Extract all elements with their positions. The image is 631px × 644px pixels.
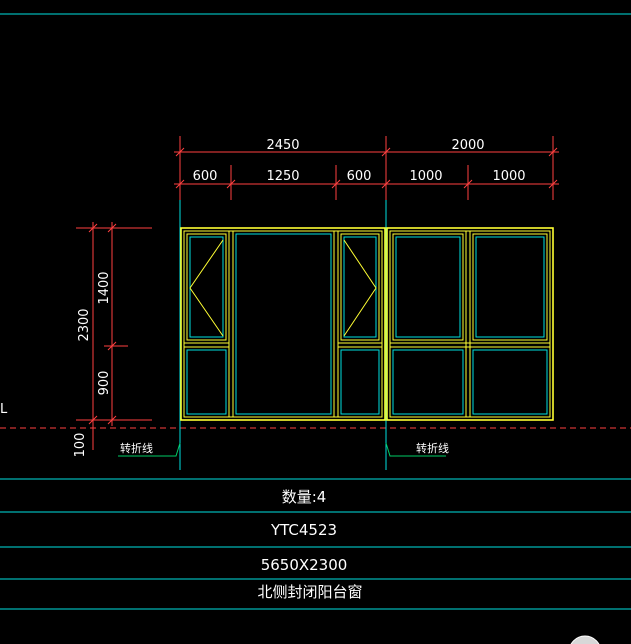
title-name: 北侧封闭阳台窗 (257, 583, 362, 601)
sash-right (340, 233, 380, 341)
left-dimension-chain (76, 222, 152, 450)
dim-seg-4: 1000 (409, 169, 442, 184)
dim-seg-2: 1250 (266, 169, 299, 184)
upper-right-sashes (392, 233, 548, 341)
dim-seg-3: 600 (347, 169, 372, 184)
dim-lower-height: 900 (97, 371, 112, 396)
corner-circle-icon (570, 635, 600, 644)
window-frame-right (386, 227, 554, 421)
glass-panes (186, 233, 548, 415)
fold-marker-right (385, 442, 446, 457)
dim-upper-height: 1400 (97, 271, 112, 304)
dim-total-height: 2300 (77, 308, 92, 341)
window-frame-left (180, 227, 386, 421)
dim-top-right-total: 2000 (451, 138, 484, 153)
fold-label-right: 转折线 (416, 441, 449, 455)
sash-left (186, 233, 227, 341)
title-size: 5650X2300 (261, 556, 348, 574)
title-quantity: 数量:4 (282, 488, 327, 506)
dim-sill-offset: 100 (73, 433, 88, 458)
fold-marker-left (118, 442, 181, 457)
dim-seg-1: 600 (193, 169, 218, 184)
edge-mark: L (0, 402, 8, 417)
title-block-lines (0, 478, 631, 610)
fold-label-left: 转折线 (120, 441, 153, 455)
title-code: YTC4523 (270, 521, 337, 539)
dim-top-left-total: 2450 (266, 138, 299, 153)
dim-seg-5: 1000 (492, 169, 525, 184)
top-dimension-chain (174, 136, 559, 200)
